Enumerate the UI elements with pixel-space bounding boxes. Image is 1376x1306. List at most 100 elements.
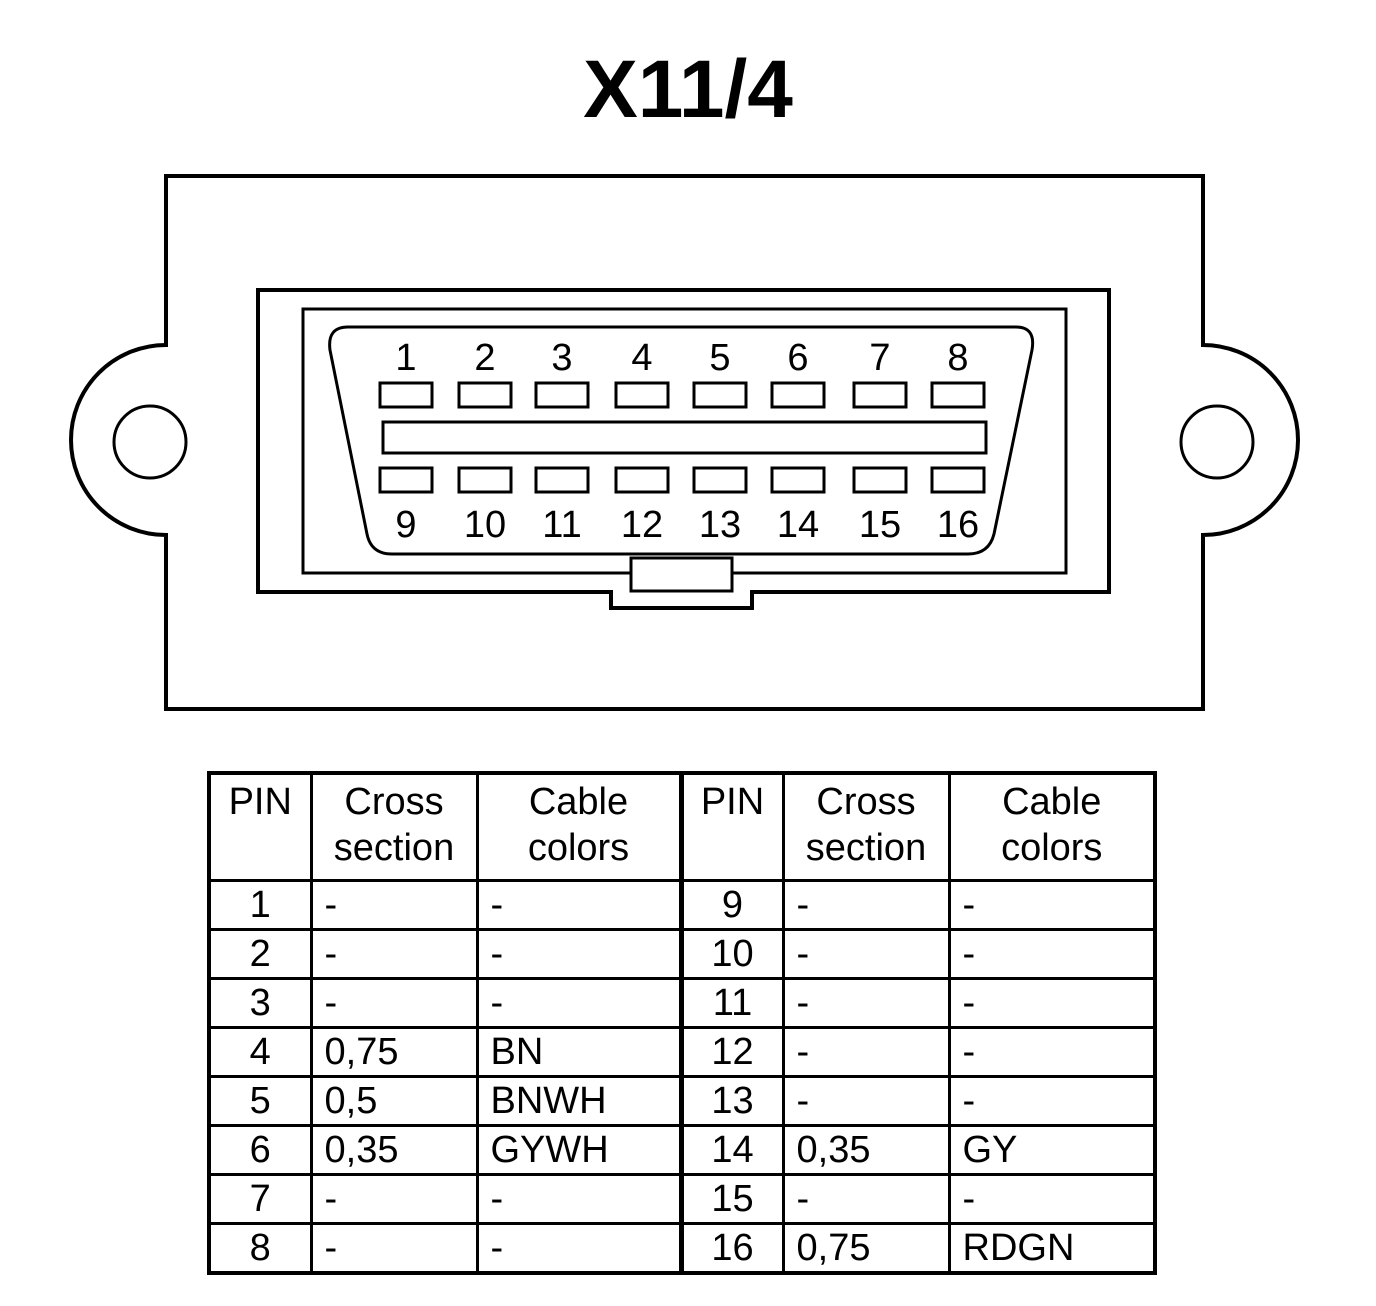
cross-section-cell: - bbox=[781, 879, 951, 931]
pin-number-label: 5 bbox=[709, 337, 730, 379]
connector-socket-face bbox=[328, 325, 1035, 556]
cable-color-cell: RDGN bbox=[947, 1222, 1157, 1275]
pin-cell: 9 bbox=[678, 879, 785, 931]
pin-cell: 10 bbox=[678, 928, 785, 980]
pin-number-label: 15 bbox=[859, 504, 901, 546]
cable-color-cell: GYWH bbox=[475, 1124, 683, 1176]
pin-socket bbox=[457, 381, 513, 409]
pin-cell: 3 bbox=[207, 977, 313, 1029]
pin-number-label: 11 bbox=[542, 504, 581, 546]
connector-center-bar bbox=[381, 420, 988, 455]
cross-section-cell: - bbox=[309, 1222, 479, 1275]
header-color-line1: Cable bbox=[1002, 781, 1102, 823]
pin-socket bbox=[614, 466, 670, 494]
cable-color-cell: - bbox=[947, 928, 1157, 980]
pin-socket bbox=[692, 466, 748, 494]
pin-number-label: 10 bbox=[464, 504, 506, 546]
bottom-pin-row: 9 10 11 12 13 14 15 16 bbox=[378, 466, 986, 546]
cable-color-cell: - bbox=[475, 928, 683, 980]
pin-cell: 6 bbox=[207, 1124, 313, 1176]
cable-color-cell: BN bbox=[475, 1026, 683, 1078]
pin-socket bbox=[378, 466, 434, 494]
pin-cell: 11 bbox=[678, 977, 785, 1029]
pin-number-label: 9 bbox=[395, 504, 416, 546]
cross-section-cell: - bbox=[309, 977, 479, 1029]
pin-cell: 1 bbox=[207, 879, 313, 931]
pin-cell: 13 bbox=[678, 1075, 785, 1127]
header-pin: PIN bbox=[678, 771, 785, 882]
cross-section-cell: - bbox=[781, 928, 951, 980]
cable-color-cell: GY bbox=[947, 1124, 1157, 1176]
header-cross-line1: Cross bbox=[816, 781, 916, 823]
header-color-line2: colors bbox=[527, 827, 630, 869]
pin-socket bbox=[852, 466, 908, 494]
pin-cell: 15 bbox=[678, 1173, 785, 1225]
cross-section-cell: - bbox=[781, 1173, 951, 1225]
cross-section-cell: - bbox=[309, 1173, 479, 1225]
table-row: 2--10-- bbox=[207, 928, 1157, 980]
pin-number-label: 14 bbox=[777, 504, 819, 546]
mounting-hole-right bbox=[1179, 404, 1255, 480]
pin-cell: 8 bbox=[207, 1222, 313, 1275]
cable-color-cell: - bbox=[947, 879, 1157, 931]
cable-color-cell: - bbox=[475, 879, 683, 931]
cross-section-cell: 0,35 bbox=[781, 1124, 951, 1176]
pin-cell: 16 bbox=[678, 1222, 785, 1275]
pin-socket bbox=[534, 466, 590, 494]
cross-section-cell: - bbox=[309, 879, 479, 931]
pin-socket bbox=[534, 381, 590, 409]
header-color-line2: colors bbox=[1001, 827, 1103, 869]
pin-number-label: 7 bbox=[869, 337, 890, 379]
pin-socket bbox=[770, 381, 826, 409]
pin-socket bbox=[930, 466, 986, 494]
cable-color-cell: - bbox=[475, 1173, 683, 1225]
cable-color-cell: BNWH bbox=[475, 1075, 683, 1127]
pin-cell: 4 bbox=[207, 1026, 313, 1078]
pin-number-label: 3 bbox=[551, 337, 572, 379]
cross-section-cell: - bbox=[781, 977, 951, 1029]
pin-cell: 5 bbox=[207, 1075, 313, 1127]
pin-socket bbox=[457, 466, 513, 494]
pin-number-label: 16 bbox=[937, 504, 979, 546]
pin-socket bbox=[852, 381, 908, 409]
pin-number-label: 6 bbox=[787, 337, 808, 379]
pin-socket bbox=[770, 466, 826, 494]
pin-socket bbox=[378, 381, 434, 409]
header-cross-line1: Cross bbox=[344, 781, 444, 823]
cable-color-cell: - bbox=[947, 1173, 1157, 1225]
pin-cell: 12 bbox=[678, 1026, 785, 1078]
pin-number-label: 1 bbox=[395, 337, 416, 379]
cross-section-cell: - bbox=[781, 1026, 951, 1078]
pin-number-label: 12 bbox=[621, 504, 663, 546]
pin-cell: 2 bbox=[207, 928, 313, 980]
connector-title: X11/4 bbox=[583, 44, 793, 135]
cable-color-cell: - bbox=[947, 977, 1157, 1029]
cable-color-cell: - bbox=[475, 1222, 683, 1275]
mounting-hole-left bbox=[112, 404, 188, 480]
cross-section-cell: 0,75 bbox=[781, 1222, 951, 1275]
table-row: 3--11-- bbox=[207, 977, 1157, 1029]
pin-socket bbox=[692, 381, 748, 409]
cross-section-cell: 0,5 bbox=[309, 1075, 479, 1127]
connector-key bbox=[629, 556, 734, 593]
header-cross-line2: section bbox=[333, 827, 455, 869]
pin-number-label: 13 bbox=[699, 504, 741, 546]
cross-section-cell: 0,75 bbox=[309, 1026, 479, 1078]
mounting-flange bbox=[69, 174, 1300, 711]
cross-section-cell: 0,35 bbox=[309, 1124, 479, 1176]
pin-number-label: 2 bbox=[474, 337, 495, 379]
table-row: 7--15-- bbox=[207, 1173, 1157, 1225]
pin-number-label: 4 bbox=[631, 337, 652, 379]
header-pin: PIN bbox=[207, 771, 313, 882]
